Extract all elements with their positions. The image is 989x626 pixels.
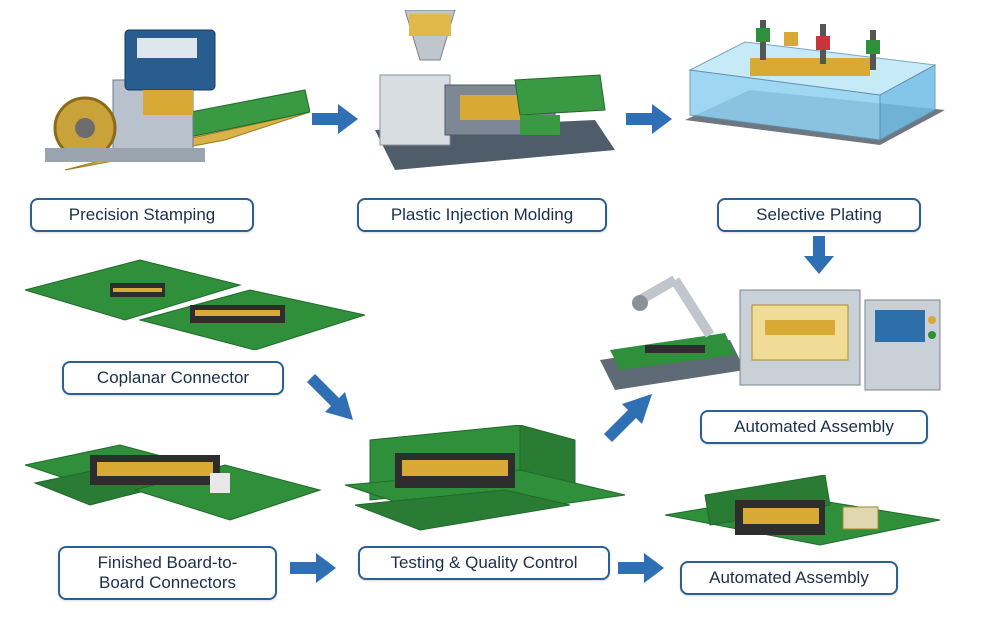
coplanar-connector-label: Coplanar Connector <box>62 361 284 395</box>
arrow-right-icon <box>312 104 358 134</box>
stamping-machine-illustration <box>25 20 310 195</box>
arrow-stamping-to-molding <box>312 104 358 134</box>
precision-stamping-label: Precision Stamping <box>30 198 254 232</box>
plating-tank-icon <box>685 20 945 145</box>
arrow-down-icon <box>804 236 834 274</box>
injection-molding-machine-icon <box>375 10 615 170</box>
arrow-diagonal-up-icon <box>604 394 652 442</box>
selective-plating-label: Selective Plating <box>717 198 921 232</box>
finished-connector-icon <box>25 444 322 521</box>
arrow-right-icon <box>290 553 336 583</box>
testing-quality-control-label: Testing & Quality Control <box>358 546 610 580</box>
coplanar-connector-illustration <box>25 255 365 350</box>
testing-fixture-illustration <box>340 425 630 540</box>
automated-assembly-bottom-label: Automated Assembly <box>680 561 898 595</box>
injection-molding-illustration <box>365 10 615 195</box>
arrow-right-icon <box>618 553 664 583</box>
arrow-testing-to-final-assembly <box>618 553 664 583</box>
arrow-coplanar-to-testing <box>305 372 355 422</box>
arrow-right-icon <box>626 104 672 134</box>
finished-connectors-illustration <box>25 435 325 535</box>
arrow-diagonal-down-icon <box>307 374 353 420</box>
testing-fixture-icon <box>344 425 626 531</box>
coplanar-connector-icon <box>25 259 365 350</box>
arrow-molding-to-plating <box>626 104 672 134</box>
stamping-machine-icon <box>45 29 310 171</box>
automated-assembly-top-label: Automated Assembly <box>700 410 928 444</box>
arrow-plating-to-assembly <box>804 236 834 274</box>
robot-assembly-cell-icon <box>600 275 941 391</box>
plating-tank-illustration <box>680 10 950 170</box>
finished-board-to-board-connectors-label: Finished Board-to- Board Connectors <box>58 546 277 600</box>
right-angle-assembly-illustration <box>665 475 945 565</box>
arrow-testing-to-assembly <box>602 392 654 444</box>
arrow-finished-to-testing <box>290 553 336 583</box>
plastic-injection-molding-label: Plastic Injection Molding <box>357 198 607 232</box>
robot-assembly-illustration <box>600 265 955 405</box>
right-angle-connector-icon <box>665 475 941 546</box>
